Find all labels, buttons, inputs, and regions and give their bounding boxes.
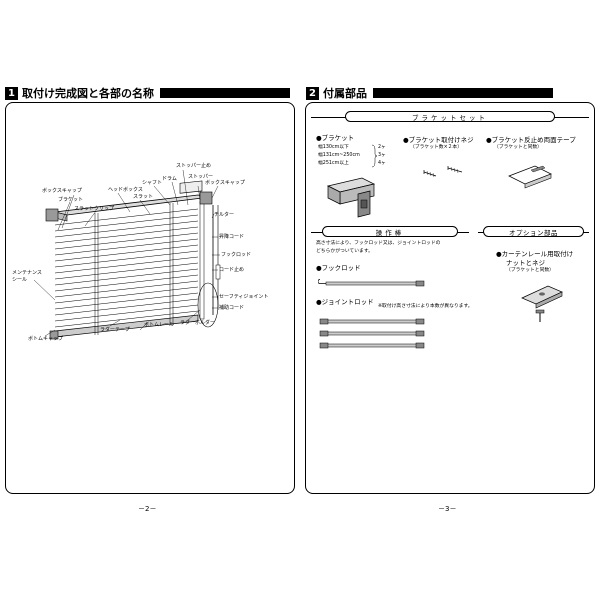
label-maintenance-seal-2: シール (12, 277, 28, 283)
bracket-row-2-width: 幅131cm~250cm (318, 153, 360, 158)
bracket-row-1-width: 幅130cm以下 (318, 145, 349, 150)
label-slat-clip: スラットクリップ (74, 206, 115, 212)
right-section-bar (373, 88, 553, 98)
label-head-box: ヘッドボックス (108, 187, 143, 193)
label-cord-stopper: コード止め (219, 267, 245, 273)
label-tilter: チルター (214, 212, 235, 218)
left-section-title: 取付け完成図と各部の名称 (22, 87, 154, 100)
bracket-row-3-width: 幅251cm以上 (318, 161, 349, 166)
blind-illustration (45, 180, 221, 340)
bracket-bracket-sign (371, 144, 377, 168)
left-panel (5, 102, 295, 494)
left-page-number: －2－ (138, 505, 157, 513)
label-bracket: ブラケット (58, 197, 84, 203)
option-item-title-1: ●カーテンレール用取付け (496, 250, 574, 258)
label-aux-cord: 補助コード (219, 305, 245, 311)
left-section-number: 1 (5, 86, 18, 100)
label-bottom-cap: ボトムキャップ (28, 336, 64, 342)
joint-rod-note: ※取付け高さ寸法により本数が異なります。 (378, 304, 473, 309)
label-ladder-holder: ラダーホルダー (180, 320, 216, 326)
right-page-number: －3－ (438, 505, 457, 513)
tape-note: （ブラケットと同数） (494, 145, 542, 150)
tape-title: ●ブラケット反止め両面テープ (486, 136, 576, 144)
label-box-cap-right: ボックスキャップ (205, 180, 245, 186)
screw-title: ●ブラケット取付けネジ (403, 136, 474, 144)
label-ladder-tape: ラダーテープ (100, 327, 130, 333)
label-slat: スラット (133, 194, 154, 200)
label-maintenance-seal-1: メンテナンス (12, 270, 42, 276)
bracket-row-3-qty: 4ヶ (378, 161, 386, 166)
bracket-title: ●ブラケット (316, 134, 355, 142)
leader-lines (33, 169, 220, 337)
right-section-title: 付属部品 (323, 87, 367, 100)
option-item-note: （ブラケットと同数） (506, 268, 554, 273)
operation-desc-1: 高さ寸法により、フックロッド又は、ジョイントロッドの (316, 241, 441, 246)
label-box-cap-left: ボックスキャップ (42, 188, 82, 194)
right-section-number: 2 (306, 86, 319, 100)
operation-desc-2: どちらかがついています。 (316, 249, 373, 254)
option-nut-screw-icon (521, 285, 563, 322)
bracket-row-2-qty: 3ヶ (378, 153, 386, 158)
operation-header: 操作棒 (322, 226, 458, 237)
screw-icon (423, 166, 463, 178)
left-section-bar (160, 88, 290, 98)
label-safety-joint: セーフティジョイント (219, 294, 269, 300)
option-item-title-2: ナットとネジ (506, 259, 545, 267)
left-section-header: 1 取付け完成図と各部の名称 (5, 86, 290, 100)
label-stopper: ストッパー (188, 174, 214, 180)
label-hook-rod: フックロッド (221, 252, 252, 258)
right-panel (305, 102, 595, 494)
tape-icon (508, 165, 552, 189)
joint-rod-title: ●ジョイントロッド (316, 298, 374, 306)
bracket-set-header: ブラケットセット (345, 111, 555, 122)
label-bottom-rail: ボトムレール (144, 322, 175, 328)
hook-rod-title: ●フックロッド (316, 264, 361, 272)
right-section-header: 2 付属部品 (306, 86, 553, 100)
screw-note: （ブラケット数×２本） (410, 145, 462, 150)
label-lift-cord: 昇降コード (219, 234, 245, 240)
bracket-row-1-qty: 2ヶ (378, 145, 386, 150)
label-stopper-dome: ストッパー止め (176, 163, 212, 169)
bracket-part-icon (326, 177, 376, 218)
option-header: オプション部品 (483, 226, 584, 237)
joint-rod-icons (319, 318, 425, 349)
label-shaft: シャフト (142, 180, 163, 186)
label-drum: ドラム (162, 176, 177, 182)
hook-rod-icon (318, 279, 425, 287)
